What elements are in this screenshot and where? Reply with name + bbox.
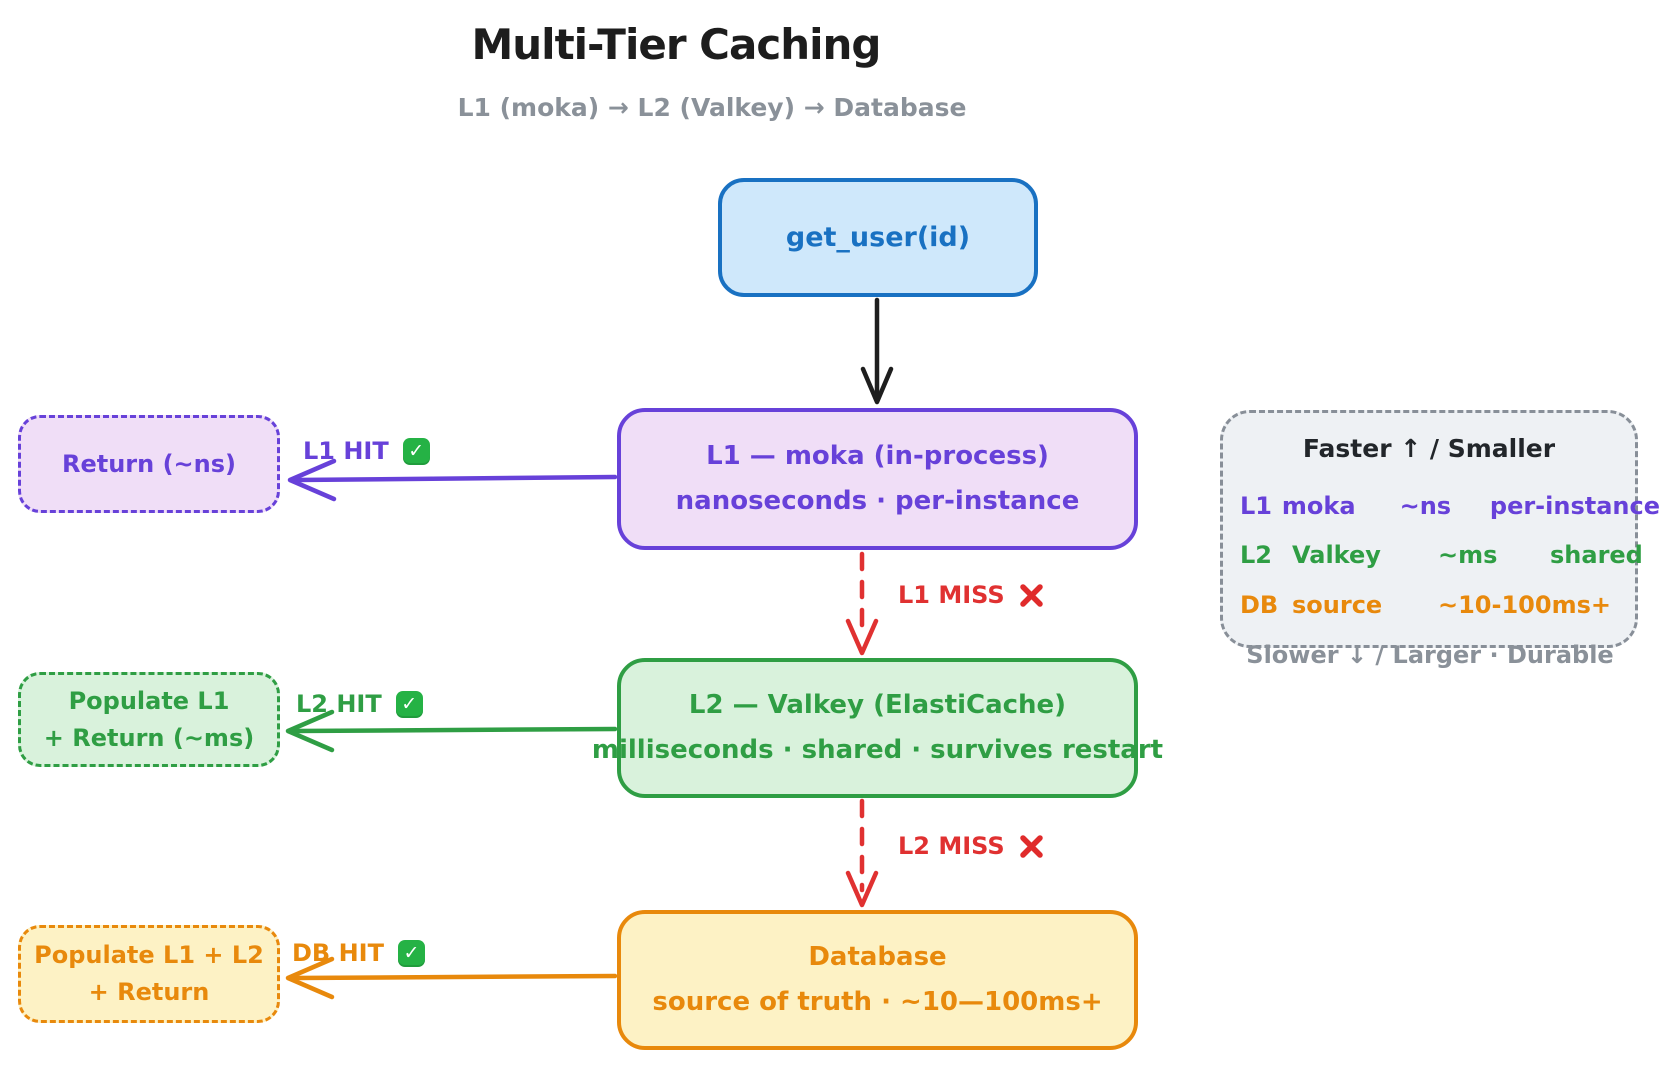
node-l2-title: L2 — Valkey (ElastiCache) <box>688 690 1067 720</box>
legend-l1-scope: per-instance <box>1489 492 1660 520</box>
legend-row-l2: L2 Valkey ~ms shared <box>1240 541 1660 569</box>
check-icon: ✓ <box>395 690 423 718</box>
legend-panel <box>1220 410 1638 648</box>
cross-icon <box>1019 834 1043 858</box>
check-glyph: ✓ <box>401 693 418 715</box>
node-l2-subtitle: milliseconds · shared · survives restart <box>591 735 1164 765</box>
db-hit-text: DB HIT <box>292 939 384 967</box>
l1-hit-arrow <box>287 458 618 502</box>
entry-to-l1-arrow <box>860 297 894 405</box>
node-database: Database source of truth · ~10—100ms+ <box>617 910 1138 1050</box>
node-l1-subtitle: nanoseconds · per-instance <box>675 486 1080 516</box>
check-icon: ✓ <box>402 437 430 465</box>
legend-l2-scope: shared <box>1550 541 1643 569</box>
node-database-subtitle: source of truth · ~10—100ms+ <box>652 987 1103 1017</box>
page-subtitle: L1 (moka) → L2 (Valkey) → Database <box>457 93 967 122</box>
node-return-l1: Return (~ns) <box>18 415 280 513</box>
legend-row-db: DB source ~10-100ms+ <box>1240 591 1660 619</box>
l2-miss-arrow <box>845 798 879 908</box>
legend-l2-name: Valkey <box>1292 541 1381 569</box>
node-populate-l1-line1: Populate L1 <box>68 686 230 715</box>
legend-db-name: source <box>1292 591 1383 619</box>
legend-footer: Slower ↓ / Larger · Durable <box>1246 641 1614 669</box>
check-icon: ✓ <box>397 939 425 967</box>
l1-miss-arrow <box>845 551 879 656</box>
legend-l1-name: moka <box>1281 492 1356 520</box>
label-l1-hit: L1 HIT ✓ <box>303 437 430 465</box>
label-l1-miss: L1 MISS <box>898 581 1044 609</box>
node-populate-l1-return: Populate L1 + Return (~ms) <box>18 672 280 767</box>
node-return-l1-label: Return (~ns) <box>61 449 236 478</box>
node-populate-l1-l2-line1: Populate L1 + L2 <box>34 941 264 969</box>
legend-l2-latency: ~ms <box>1438 541 1498 569</box>
label-db-hit: DB HIT ✓ <box>292 939 425 967</box>
node-l1-title: L1 — moka (in-process) <box>706 441 1049 471</box>
page-title: Multi-Tier Caching <box>471 20 881 69</box>
l2-miss-text: L2 MISS <box>898 832 1005 860</box>
l1-miss-text: L1 MISS <box>898 581 1005 609</box>
node-populate-l1-l2-return: Populate L1 + L2 + Return <box>18 925 280 1023</box>
node-database-title: Database <box>808 942 947 972</box>
l2-hit-text: L2 HIT <box>296 690 382 718</box>
legend-row-l1: L1 moka ~ns per-instance <box>1240 492 1660 520</box>
cross-icon <box>1019 583 1043 607</box>
check-glyph: ✓ <box>408 440 425 462</box>
node-get-user: get_user(id) <box>718 178 1038 297</box>
legend-l1-tier: L1 <box>1240 492 1272 520</box>
legend-db-tier: DB <box>1240 591 1279 619</box>
legend-l2-tier: L2 <box>1240 541 1272 569</box>
node-get-user-label: get_user(id) <box>785 222 971 253</box>
node-populate-l1-l2-line2: + Return <box>88 978 210 1006</box>
l1-hit-text: L1 HIT <box>303 437 389 465</box>
legend-db-latency: ~10-100ms+ <box>1438 591 1611 619</box>
label-l2-miss: L2 MISS <box>898 832 1044 860</box>
node-l2-valkey: L2 — Valkey (ElastiCache) milliseconds ·… <box>592 658 1163 798</box>
legend-l1-latency: ~ns <box>1399 492 1452 520</box>
label-l2-hit: L2 HIT ✓ <box>296 690 423 718</box>
node-populate-l1-line2: + Return (~ms) <box>43 723 255 752</box>
node-l1-moka: L1 — moka (in-process) nanoseconds · per… <box>617 408 1138 550</box>
legend-header: Faster ↑ / Smaller <box>1302 434 1556 463</box>
check-glyph: ✓ <box>403 942 420 964</box>
